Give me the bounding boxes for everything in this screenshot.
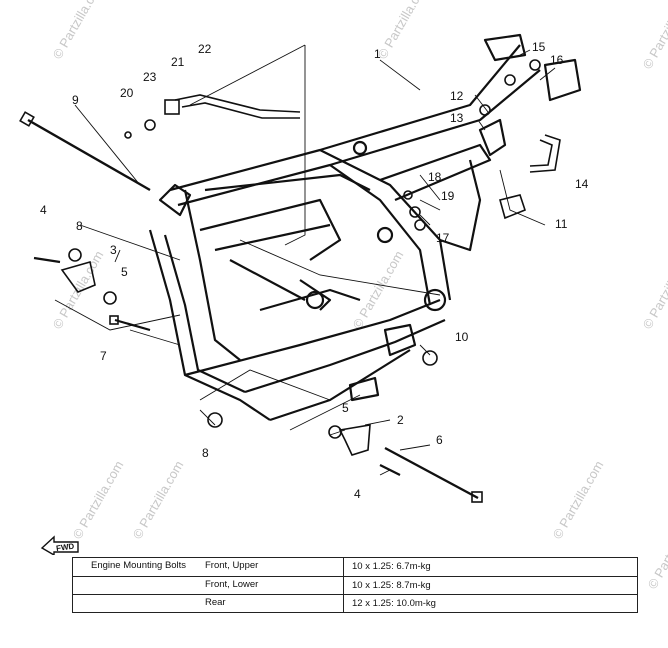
- callout-8: 8: [202, 446, 209, 460]
- watermark: © Partzilla.com: [350, 248, 407, 331]
- spec-table-title: Engine Mounting Bolts: [91, 560, 187, 571]
- callout-labels: 1 2 3 4 4 5 5 6 7 8 8 9 10 11 12 13 14 1…: [40, 40, 589, 501]
- callout-9: 9: [72, 93, 79, 107]
- spec-position: Front, Lower: [205, 579, 259, 590]
- callout-5: 5: [342, 401, 349, 415]
- watermark: © Partzilla.com: [645, 508, 668, 591]
- watermark: © Partzilla.com: [50, 0, 107, 62]
- watermark: © Partzilla.com: [640, 248, 668, 331]
- spec-value: 10 x 1.25: 8.7m-kg: [343, 577, 637, 595]
- leader-lines: [54, 44, 556, 476]
- fwd-label: FWD: [56, 542, 76, 553]
- callout-22: 22: [198, 42, 212, 56]
- callout-14: 14: [575, 177, 589, 191]
- callout-18: 18: [428, 170, 442, 184]
- main-frame: [148, 33, 582, 422]
- spec-row: Rear 12 x 1.25: 10.0m-kg: [73, 594, 637, 613]
- mounting-bolt-spec-table: Engine Mounting Bolts Front, Upper 10 x …: [72, 557, 638, 613]
- watermark: © Partzilla.com: [640, 0, 668, 72]
- fwd-arrow-icon: FWD: [40, 535, 79, 555]
- callout-19: 19: [441, 189, 455, 203]
- callout-15: 15: [532, 40, 546, 54]
- callout-7: 7: [100, 349, 107, 363]
- callout-5: 5: [121, 265, 128, 279]
- callout-21: 21: [171, 55, 185, 69]
- spec-row: Front, Lower 10 x 1.25: 8.7m-kg: [73, 576, 637, 595]
- callout-6: 6: [436, 433, 443, 447]
- callout-12: 12: [450, 89, 464, 103]
- watermark: © Partzilla.com: [70, 458, 127, 541]
- callout-17: 17: [436, 231, 450, 245]
- watermark-layer: © Partzilla.com © Partzilla.com © Partzi…: [50, 0, 668, 592]
- callout-2: 2: [397, 413, 404, 427]
- watermark: © Partzilla.com: [375, 0, 432, 62]
- callout-10: 10: [455, 330, 469, 344]
- callout-23: 23: [143, 70, 157, 84]
- callout-4: 4: [354, 487, 361, 501]
- callout-1: 1: [374, 47, 381, 61]
- watermark: © Partzilla.com: [550, 458, 607, 541]
- callout-3: 3: [110, 243, 117, 257]
- callout-20: 20: [120, 86, 134, 100]
- spec-position: Rear: [205, 597, 226, 608]
- callout-16: 16: [550, 53, 564, 67]
- watermark: © Partzilla.com: [130, 458, 187, 541]
- spec-position: Front, Upper: [205, 560, 259, 571]
- callout-4: 4: [40, 203, 47, 217]
- hardware-parts: [19, 59, 561, 503]
- spec-value: 12 x 1.25: 10.0m-kg: [343, 595, 637, 613]
- callout-8: 8: [76, 219, 83, 233]
- callout-13: 13: [450, 111, 464, 125]
- spec-row: Engine Mounting Bolts Front, Upper 10 x …: [73, 558, 637, 576]
- callout-11: 11: [555, 217, 568, 231]
- spec-value: 10 x 1.25: 6.7m-kg: [343, 558, 637, 576]
